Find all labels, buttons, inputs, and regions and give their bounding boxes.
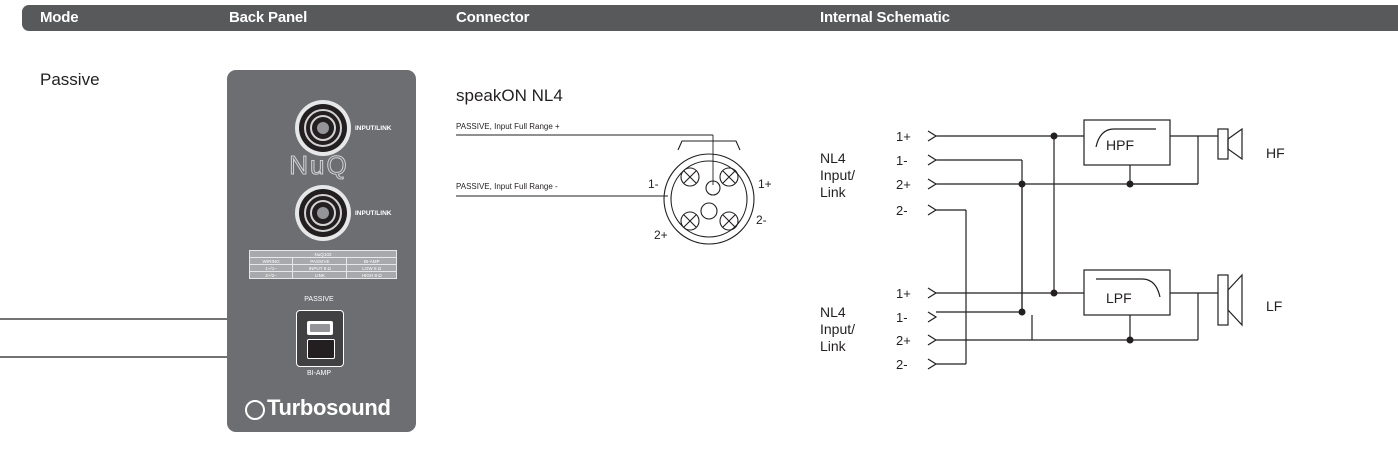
schematic-bottom-pin: 1+ [896,286,911,301]
lpf-label: LPF [1106,290,1132,306]
schematic-bottom-pin: 2+ [896,333,911,348]
switch-biamp-label: BI-AMP [306,370,332,377]
switch-rocker-bottom [307,339,335,359]
speakon-plug-icon [663,140,755,245]
connector-pin-2minus: 2- [756,213,767,227]
wiring-cell: 2+/2− [248,271,294,279]
mode-value: Passive [40,70,100,89]
header-mode: Mode [40,9,79,26]
nuq-logo: NuQ [289,150,349,181]
turbosound-text: Turbosound [267,395,391,420]
switch-rocker-top [307,321,333,335]
wiring-table-title: NuQ102 [249,250,397,258]
connector-pin-1minus: 1- [648,177,659,191]
schematic-top-pin: 2- [896,203,908,218]
mode-switch[interactable] [296,310,344,367]
schematic-bottom-pin: 2- [896,357,908,372]
hf-speaker-icon [1217,128,1229,160]
schematic-top-label-line: Link [820,184,846,200]
wiring-cell: HIGH 8 Ω [346,271,397,279]
schematic-top-label-line: Input/ [820,167,856,183]
hf-label: HF [1266,145,1285,161]
back-panel: INPUT/LINK INPUT/LINK NuQ NuQ102 WIRING … [227,70,416,432]
wiring-cell: INPUT 8 Ω [292,264,348,272]
switch-passive-label: PASSIVE [304,296,334,303]
wiring-cell: 1+/1− [248,264,294,272]
switch-rocker-highlight [310,324,330,332]
header-connector: Connector [456,9,530,26]
connector-line-minus-label: PASSIVE, Input Full Range - [456,182,558,191]
hpf-label: HPF [1106,137,1134,153]
speakon-connector-diagram [456,134,755,245]
turbosound-circle-icon [245,400,265,420]
schematic-bottom-label: NL4 Input/ Link [820,304,855,355]
internal-schematic [927,119,1243,370]
speakon-jacks [295,100,351,241]
connector-line-plus-label: PASSIVE, Input Full Range + [456,122,560,131]
jack-top-label: INPUT/LINK [355,125,392,132]
schematic-bottom-pin: 1- [896,310,908,325]
connector-title: speakON NL4 [456,86,563,105]
header-internal-schematic: Internal Schematic [820,9,950,26]
schematic-top-pin: 1+ [896,129,911,144]
lf-speaker-icon [1217,274,1229,326]
wiring-cell: LOW 8 Ω [346,264,397,272]
schematic-top-label: NL4 Input/ Link [820,150,855,201]
header-back-panel: Back Panel [229,9,308,26]
lf-label: LF [1266,298,1283,314]
connector-pin-2plus: 2+ [654,228,668,242]
jack-bottom-label: INPUT/LINK [355,210,392,217]
schematic-top-pin: 2+ [896,177,911,192]
schematic-top-label-line: NL4 [820,150,846,166]
wiring-table: NuQ102 WIRING PASSIVE BI-AMP 1+/1− INPUT… [248,250,397,279]
lpf-curve-icon [1096,278,1161,298]
wiring-header-cell: WIRING [248,257,294,265]
connector-pin-1plus: 1+ [758,177,772,191]
schematic-bottom-label-line: NL4 [820,304,846,320]
header-bar [22,5,1398,31]
switch-pointer-arrows [0,310,252,366]
schematic-bottom-label-line: Link [820,338,846,354]
wiring-header-cell: BI-AMP [346,257,397,265]
jack-bottom-icon [295,185,351,241]
wiring-cell: LINK [292,271,348,279]
schematic-top-pin: 1- [896,153,908,168]
jack-top-icon [295,100,351,156]
wiring-header-cell: PASSIVE [292,257,348,265]
schematic-bottom-label-line: Input/ [820,321,856,337]
hpf-curve-icon [1095,128,1156,148]
